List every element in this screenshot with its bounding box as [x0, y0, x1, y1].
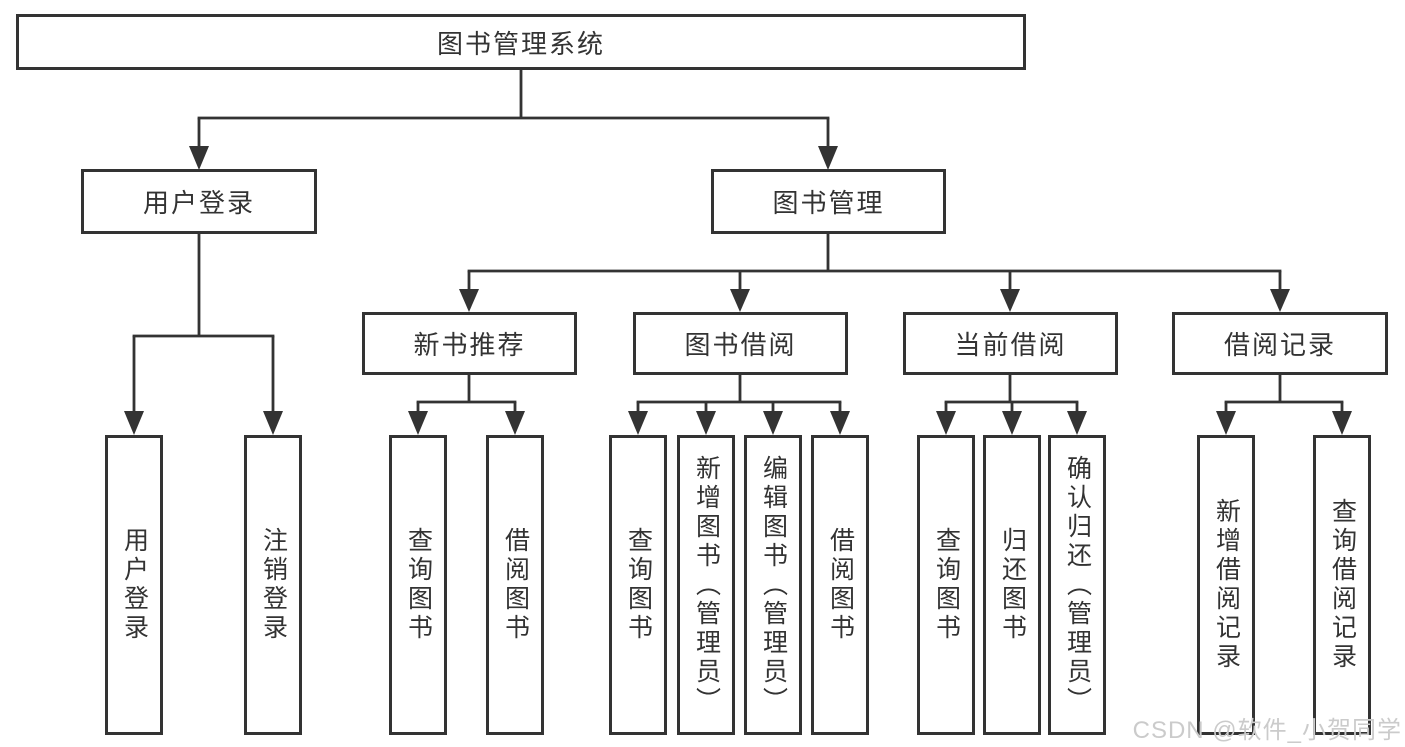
leaf-borrowing-add-books-admin: 新增图书（管理员） — [677, 435, 735, 735]
leaf-logout: 注销登录 — [244, 435, 302, 735]
leaf-user-login: 用户登录 — [105, 435, 163, 735]
node-library-system: 图书管理系统 — [16, 14, 1026, 70]
leaf-borrowing-borrow-books: 借阅图书 — [811, 435, 869, 735]
leaf-current-return-books: 归还图书 — [983, 435, 1041, 735]
node-new-book-recommendation: 新书推荐 — [362, 312, 577, 375]
node-current-borrowing: 当前借阅 — [903, 312, 1118, 375]
leaf-current-confirm-return-admin: 确认归还（管理员） — [1048, 435, 1106, 735]
leaf-records-add-borrow-record: 新增借阅记录 — [1197, 435, 1255, 735]
node-borrowing-records: 借阅记录 — [1172, 312, 1388, 375]
node-book-management: 图书管理 — [711, 169, 946, 234]
leaf-borrowing-edit-books-admin: 编辑图书（管理员） — [744, 435, 802, 735]
leaf-current-query-books: 查询图书 — [917, 435, 975, 735]
node-book-borrowing: 图书借阅 — [633, 312, 848, 375]
leaf-records-query-borrow-record: 查询借阅记录 — [1313, 435, 1371, 735]
node-user-login: 用户登录 — [81, 169, 317, 234]
leaf-newbook-query-books: 查询图书 — [389, 435, 447, 735]
leaf-newbook-borrow-books: 借阅图书 — [486, 435, 544, 735]
leaf-borrowing-query-books: 查询图书 — [609, 435, 667, 735]
watermark-text: CSDN @软件_小贺同学 — [1132, 717, 1402, 744]
